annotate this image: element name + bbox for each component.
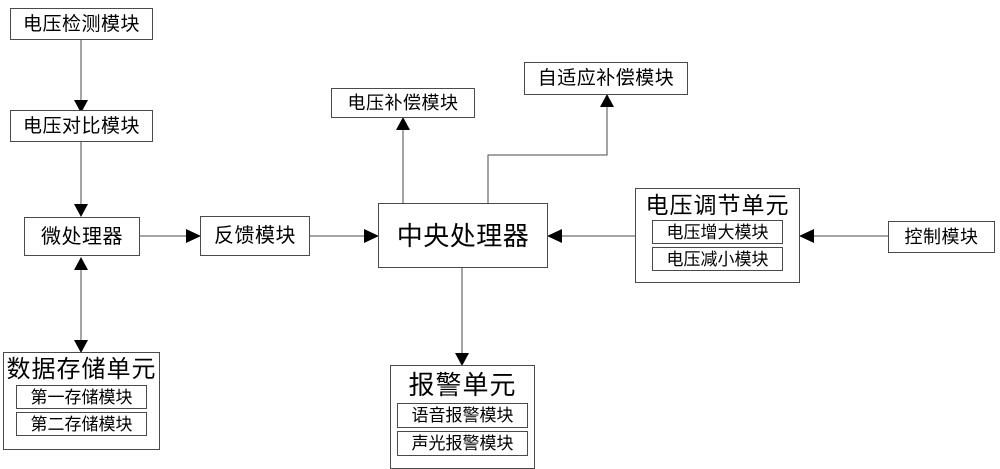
subnode-voice-alarm-module-label: 语音报警模块: [411, 406, 514, 426]
node-microprocessor-label: 微处理器: [41, 225, 123, 248]
node-voltage-comparison[interactable]: 电压对比模块: [10, 110, 153, 142]
subnode-voice-alarm-module[interactable]: 语音报警模块: [397, 403, 528, 429]
subnode-voltage-decrease-module-label: 电压减小模块: [666, 249, 769, 269]
node-voltage-compensation-label: 电压补偿模块: [347, 93, 459, 113]
subnode-second-storage-module-label: 第二存储模块: [30, 414, 133, 434]
node-adaptive-compensation-label: 自适应补偿模块: [537, 68, 675, 89]
subnode-voltage-increase-module-label: 电压增大模块: [666, 222, 769, 242]
node-control-module-label: 控制模块: [904, 227, 979, 247]
subnode-first-storage-module[interactable]: 第一存储模块: [16, 385, 147, 410]
subnode-audible-visual-alarm-module-label: 声光报警模块: [411, 434, 514, 454]
unit-data-storage[interactable]: 数据存储单元 第一存储模块 第二存储模块: [3, 352, 160, 450]
unit-alarm[interactable]: 报警单元 语音报警模块 声光报警模块: [390, 365, 535, 469]
unit-voltage-regulation[interactable]: 电压调节单元 电压增大模块 电压减小模块: [635, 188, 800, 283]
node-voltage-compensation[interactable]: 电压补偿模块: [331, 88, 475, 118]
node-control-module[interactable]: 控制模块: [888, 221, 995, 253]
unit-voltage-regulation-title: 电压调节单元: [645, 192, 790, 218]
node-microprocessor[interactable]: 微处理器: [24, 217, 140, 256]
subnode-voltage-decrease-module[interactable]: 电压减小模块: [652, 247, 783, 272]
edge-cpu-to-adaptive-compensation: [487, 94, 614, 203]
node-voltage-detection[interactable]: 电压检测模块: [10, 8, 153, 40]
node-voltage-detection-label: 电压检测模块: [22, 13, 140, 35]
subnode-voltage-increase-module[interactable]: 电压增大模块: [652, 220, 783, 245]
node-feedback-label: 反馈模块: [214, 225, 296, 247]
node-central-processor-label: 中央处理器: [396, 220, 530, 251]
subnode-second-storage-module[interactable]: 第二存储模块: [16, 412, 147, 437]
node-voltage-comparison-label: 电压对比模块: [22, 115, 140, 137]
unit-alarm-title: 报警单元: [408, 370, 517, 400]
node-central-processor[interactable]: 中央处理器: [378, 203, 548, 268]
subnode-audible-visual-alarm-module[interactable]: 声光报警模块: [397, 431, 528, 457]
node-feedback[interactable]: 反馈模块: [200, 216, 310, 256]
unit-data-storage-title: 数据存储单元: [6, 356, 157, 383]
subnode-first-storage-module-label: 第一存储模块: [30, 387, 133, 407]
node-adaptive-compensation[interactable]: 自适应补偿模块: [524, 62, 688, 95]
